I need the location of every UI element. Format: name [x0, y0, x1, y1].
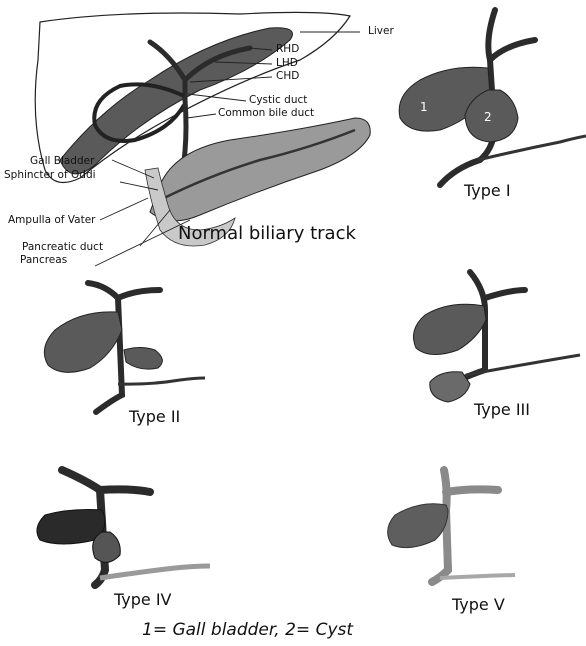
type2-drawing	[44, 283, 205, 412]
label-cystic-duct: Cystic duct	[249, 95, 307, 106]
pancreas	[150, 118, 370, 221]
type3-gallbladder	[413, 304, 486, 354]
type4-label: Type IV	[114, 590, 172, 609]
type2-diverticulum	[124, 348, 162, 370]
label-gall-bladder: Gall Bladder	[30, 156, 94, 167]
type5-pancreatic-duct	[440, 575, 515, 578]
type2-label: Type II	[129, 407, 180, 426]
type3-choledochocele	[430, 372, 470, 402]
label-rhd: RHD	[276, 44, 299, 55]
label-pancreas: Pancreas	[20, 255, 67, 266]
type5-label: Type V	[452, 595, 505, 614]
type5-drawing	[388, 470, 515, 582]
label-lhd: LHD	[276, 58, 298, 69]
type5-gallbladder	[388, 504, 448, 548]
type1-drawing	[399, 10, 586, 185]
label-liver: Liver	[368, 26, 394, 37]
type1-gallbladder-mark: 1	[420, 102, 428, 113]
type4-cyst	[93, 532, 121, 562]
legend: 1= Gall bladder, 2= Cyst	[142, 620, 353, 640]
type3-drawing	[413, 272, 580, 402]
label-sphincter-of-oddi: Sphincter of Oddi	[4, 170, 96, 181]
label-common-bile-duct: Common bile duct	[218, 108, 314, 119]
label-pancreatic-duct: Pancreatic duct	[22, 242, 103, 253]
type1-cyst-mark: 2	[484, 112, 492, 123]
type4-drawing	[37, 470, 210, 585]
type1-label: Type I	[464, 181, 511, 200]
label-chd: CHD	[276, 71, 299, 82]
type2-gallbladder	[44, 312, 122, 373]
type3-label: Type III	[474, 400, 530, 419]
label-ampulla-of-vater: Ampulla of Vater	[8, 215, 96, 226]
normal-title: Normal biliary track	[178, 223, 356, 244]
type2-pancreatic-duct	[118, 378, 205, 384]
type4-pancreatic-duct	[100, 566, 210, 578]
